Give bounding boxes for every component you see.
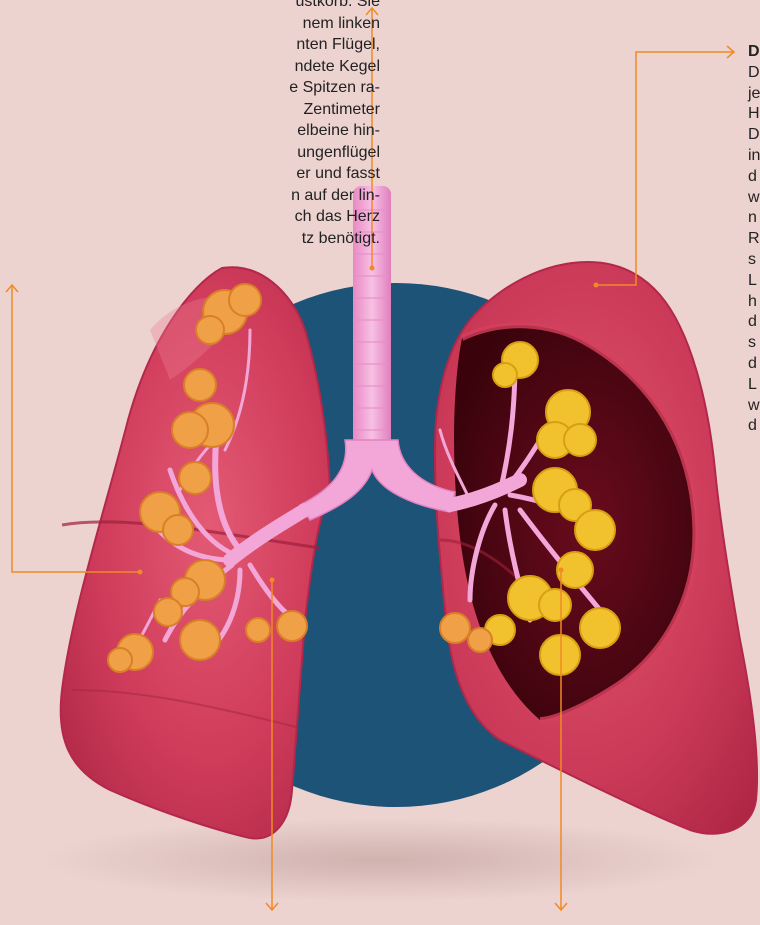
left-description: ustkorb. Sie nem linken nten Flügel, nde… bbox=[0, 0, 380, 249]
text-line: s bbox=[748, 333, 760, 354]
text-line: w bbox=[748, 396, 760, 417]
text-line: in bbox=[748, 146, 760, 167]
text-line: er und fasst bbox=[0, 163, 380, 185]
callout-line-right-lung bbox=[596, 52, 734, 285]
right-heading: D bbox=[748, 42, 760, 63]
text-line: d bbox=[748, 354, 760, 375]
text-line: nem linken bbox=[0, 13, 380, 35]
text-line: e Spitzen ra- bbox=[0, 77, 380, 99]
text-line: L bbox=[748, 271, 760, 292]
text-line: ndete Kegel bbox=[0, 56, 380, 78]
text-line: H bbox=[748, 104, 760, 125]
text-line: Zentimeter bbox=[0, 99, 380, 121]
right-description: D D je H D in d w n R s L h d s d L w d bbox=[748, 42, 760, 437]
text-line: w bbox=[748, 188, 760, 209]
text-line: d bbox=[748, 167, 760, 188]
text-line: ungenflügel bbox=[0, 142, 380, 164]
text-line: elbeine hin- bbox=[0, 120, 380, 142]
text-line: L bbox=[748, 375, 760, 396]
text-line: h bbox=[748, 292, 760, 313]
text-line: ustkorb. Sie bbox=[0, 0, 380, 13]
text-line: D bbox=[748, 125, 760, 146]
text-line: s bbox=[748, 250, 760, 271]
text-line: D bbox=[748, 63, 760, 84]
text-line: tz benötigt. bbox=[0, 228, 380, 250]
text-line: nten Flügel, bbox=[0, 34, 380, 56]
text-line: n auf der lin- bbox=[0, 185, 380, 207]
text-line: n bbox=[748, 208, 760, 229]
text-line: R bbox=[748, 229, 760, 250]
text-line: d bbox=[748, 416, 760, 437]
text-line: ch das Herz bbox=[0, 206, 380, 228]
drop-shadow bbox=[40, 818, 720, 902]
text-line: d bbox=[748, 312, 760, 333]
text-line: je bbox=[748, 84, 760, 105]
